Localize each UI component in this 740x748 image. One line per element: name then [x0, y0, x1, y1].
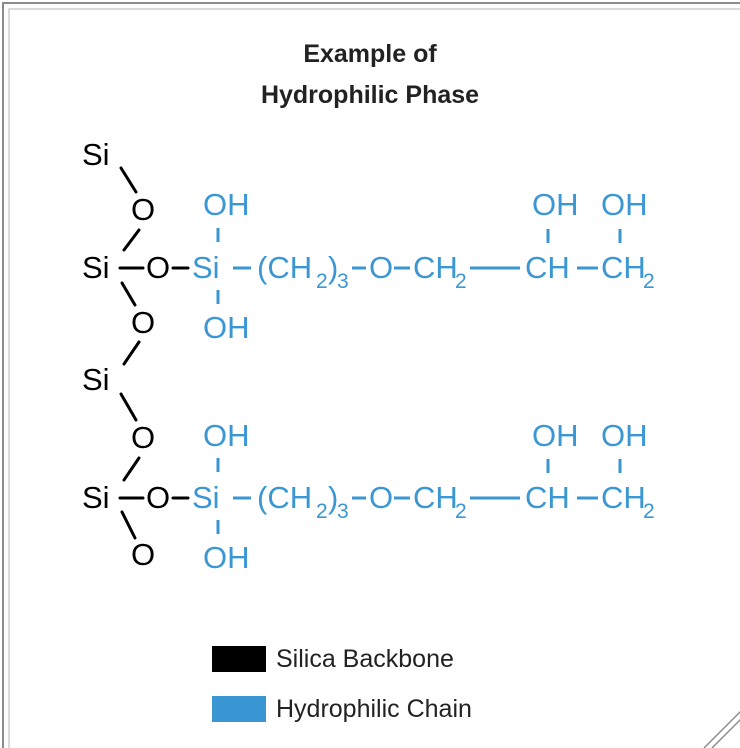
title-line-2: Hydrophilic Phase — [260, 81, 480, 109]
chain2-oh-ch: OH — [532, 418, 579, 453]
legend-swatch-silica — [212, 646, 266, 672]
bond-si3-o3 — [119, 392, 138, 422]
legend-label-silica: Silica Backbone — [276, 644, 454, 673]
backbone-si-3: Si — [82, 362, 110, 397]
chain1-ch2-close: ) — [328, 250, 338, 285]
hydrophilic-chain-2: OH Si OH (CH 2 ) 3 O CH 2 CH CH 2 OH OH — [192, 418, 655, 575]
chain2-repeat-sub: 3 — [337, 500, 349, 523]
chain2-ch2-close: ) — [328, 480, 338, 515]
chain1-ch: CH — [525, 250, 570, 285]
silica-backbone: Si O Si O O Si O Si O O — [82, 137, 170, 572]
backbone-si-2: Si — [82, 250, 110, 285]
chain2-ch2-end: CH — [601, 480, 646, 515]
chain2-ch2-end-sub: 2 — [643, 500, 655, 523]
chain1-bonds — [216, 228, 622, 304]
chain1-repeat-sub: 3 — [337, 270, 349, 293]
chain1-oh-top: OH — [203, 187, 250, 222]
backbone-o-1: O — [131, 192, 155, 227]
bond-o3-si4 — [122, 456, 141, 482]
chain2-ether-o: O — [369, 480, 393, 515]
chain1-oh-ch: OH — [532, 187, 579, 222]
chain1-ch2: CH — [413, 250, 458, 285]
chain2-ch2-open-sub: 2 — [316, 500, 328, 523]
chain1-si: Si — [192, 250, 220, 285]
diagram-title: Example of Hydrophilic Phase — [0, 34, 740, 116]
backbone-o-link-2: O — [146, 480, 170, 515]
backbone-bonds — [118, 166, 190, 540]
chain1-oh-bottom: OH — [203, 310, 250, 345]
bond-o1-si2 — [122, 228, 141, 252]
backbone-o-4: O — [131, 537, 155, 572]
chain2-bonds — [216, 458, 622, 534]
backbone-si-1: Si — [82, 137, 110, 172]
chain1-oh-ch2: OH — [601, 187, 648, 222]
bond-si2-o2 — [120, 281, 137, 307]
legend-swatch-hydrophilic — [212, 696, 266, 722]
chain1-ch2-end-sub: 2 — [643, 270, 655, 293]
chain1-ether-o: O — [369, 250, 393, 285]
chain1-ch2-open-sub: 2 — [316, 270, 328, 293]
bond-si4-o4 — [120, 510, 137, 540]
backbone-si-4: Si — [82, 480, 110, 515]
bond-si1-o1 — [119, 166, 138, 194]
hydrophilic-chain-1: OH Si OH (CH 2 ) 3 O CH 2 CH CH 2 OH OH — [192, 187, 655, 345]
chain2-oh-top: OH — [203, 418, 250, 453]
chain1-ch2-end: CH — [601, 250, 646, 285]
chain2-ch2: CH — [413, 480, 458, 515]
bond-o2-si3 — [122, 340, 141, 366]
chain2-oh-ch2: OH — [601, 418, 648, 453]
chain2-ch: CH — [525, 480, 570, 515]
chain2-si: Si — [192, 480, 220, 515]
chain2-oh-bottom: OH — [203, 540, 250, 575]
chain2-ch2-open: (CH — [257, 480, 312, 515]
backbone-o-2: O — [131, 305, 155, 340]
backbone-o-3: O — [131, 420, 155, 455]
legend-label-hydrophilic: Hydrophilic Chain — [276, 694, 472, 723]
legend-item-silica: Silica Backbone — [212, 645, 454, 673]
backbone-o-link-1: O — [146, 250, 170, 285]
title-line-1: Example of — [303, 40, 437, 68]
chain2-ch2-sub: 2 — [455, 500, 467, 523]
legend-item-hydrophilic: Hydrophilic Chain — [212, 695, 472, 723]
chain1-ch2-sub: 2 — [455, 270, 467, 293]
chain1-ch2-open: (CH — [257, 250, 312, 285]
